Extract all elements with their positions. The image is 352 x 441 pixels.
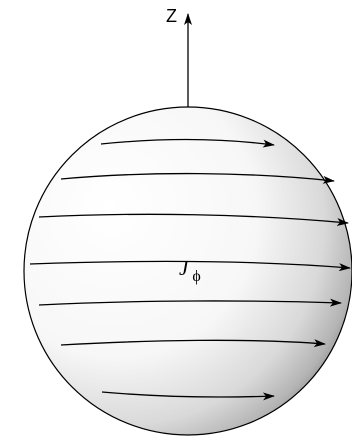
z-axis-label: Z (166, 6, 177, 26)
current-subscript: ϕ (192, 268, 200, 285)
z-axis: Z (166, 6, 188, 107)
